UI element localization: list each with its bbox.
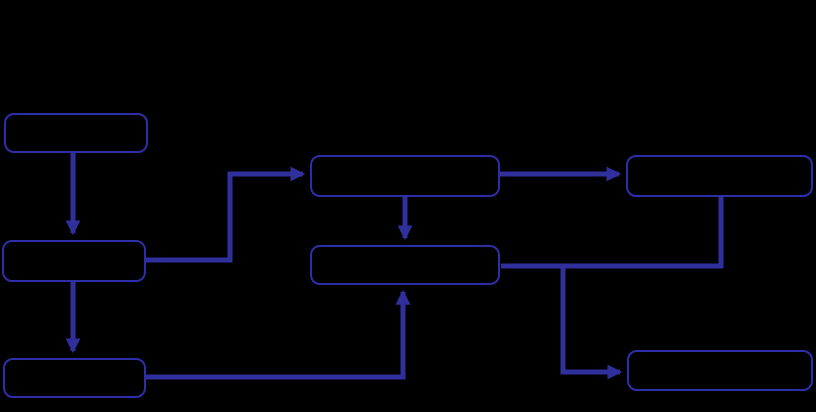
edge-node5-node7-arrow xyxy=(560,266,623,380)
flowchart-node-bottom-left xyxy=(3,358,146,398)
flowchart-node-center-top xyxy=(310,155,500,197)
edge-node6-node5-line xyxy=(501,197,724,269)
flowchart-node-center-middle xyxy=(310,245,500,285)
flowchart-node-top-left xyxy=(4,113,148,153)
flowchart-node-bottom-right xyxy=(627,350,813,391)
edge-node2-node4-arrow xyxy=(146,166,306,263)
edge-node3-node5-arrow xyxy=(146,289,411,380)
flowchart-node-top-right xyxy=(626,155,813,197)
flowchart-node-middle-left xyxy=(2,240,146,282)
